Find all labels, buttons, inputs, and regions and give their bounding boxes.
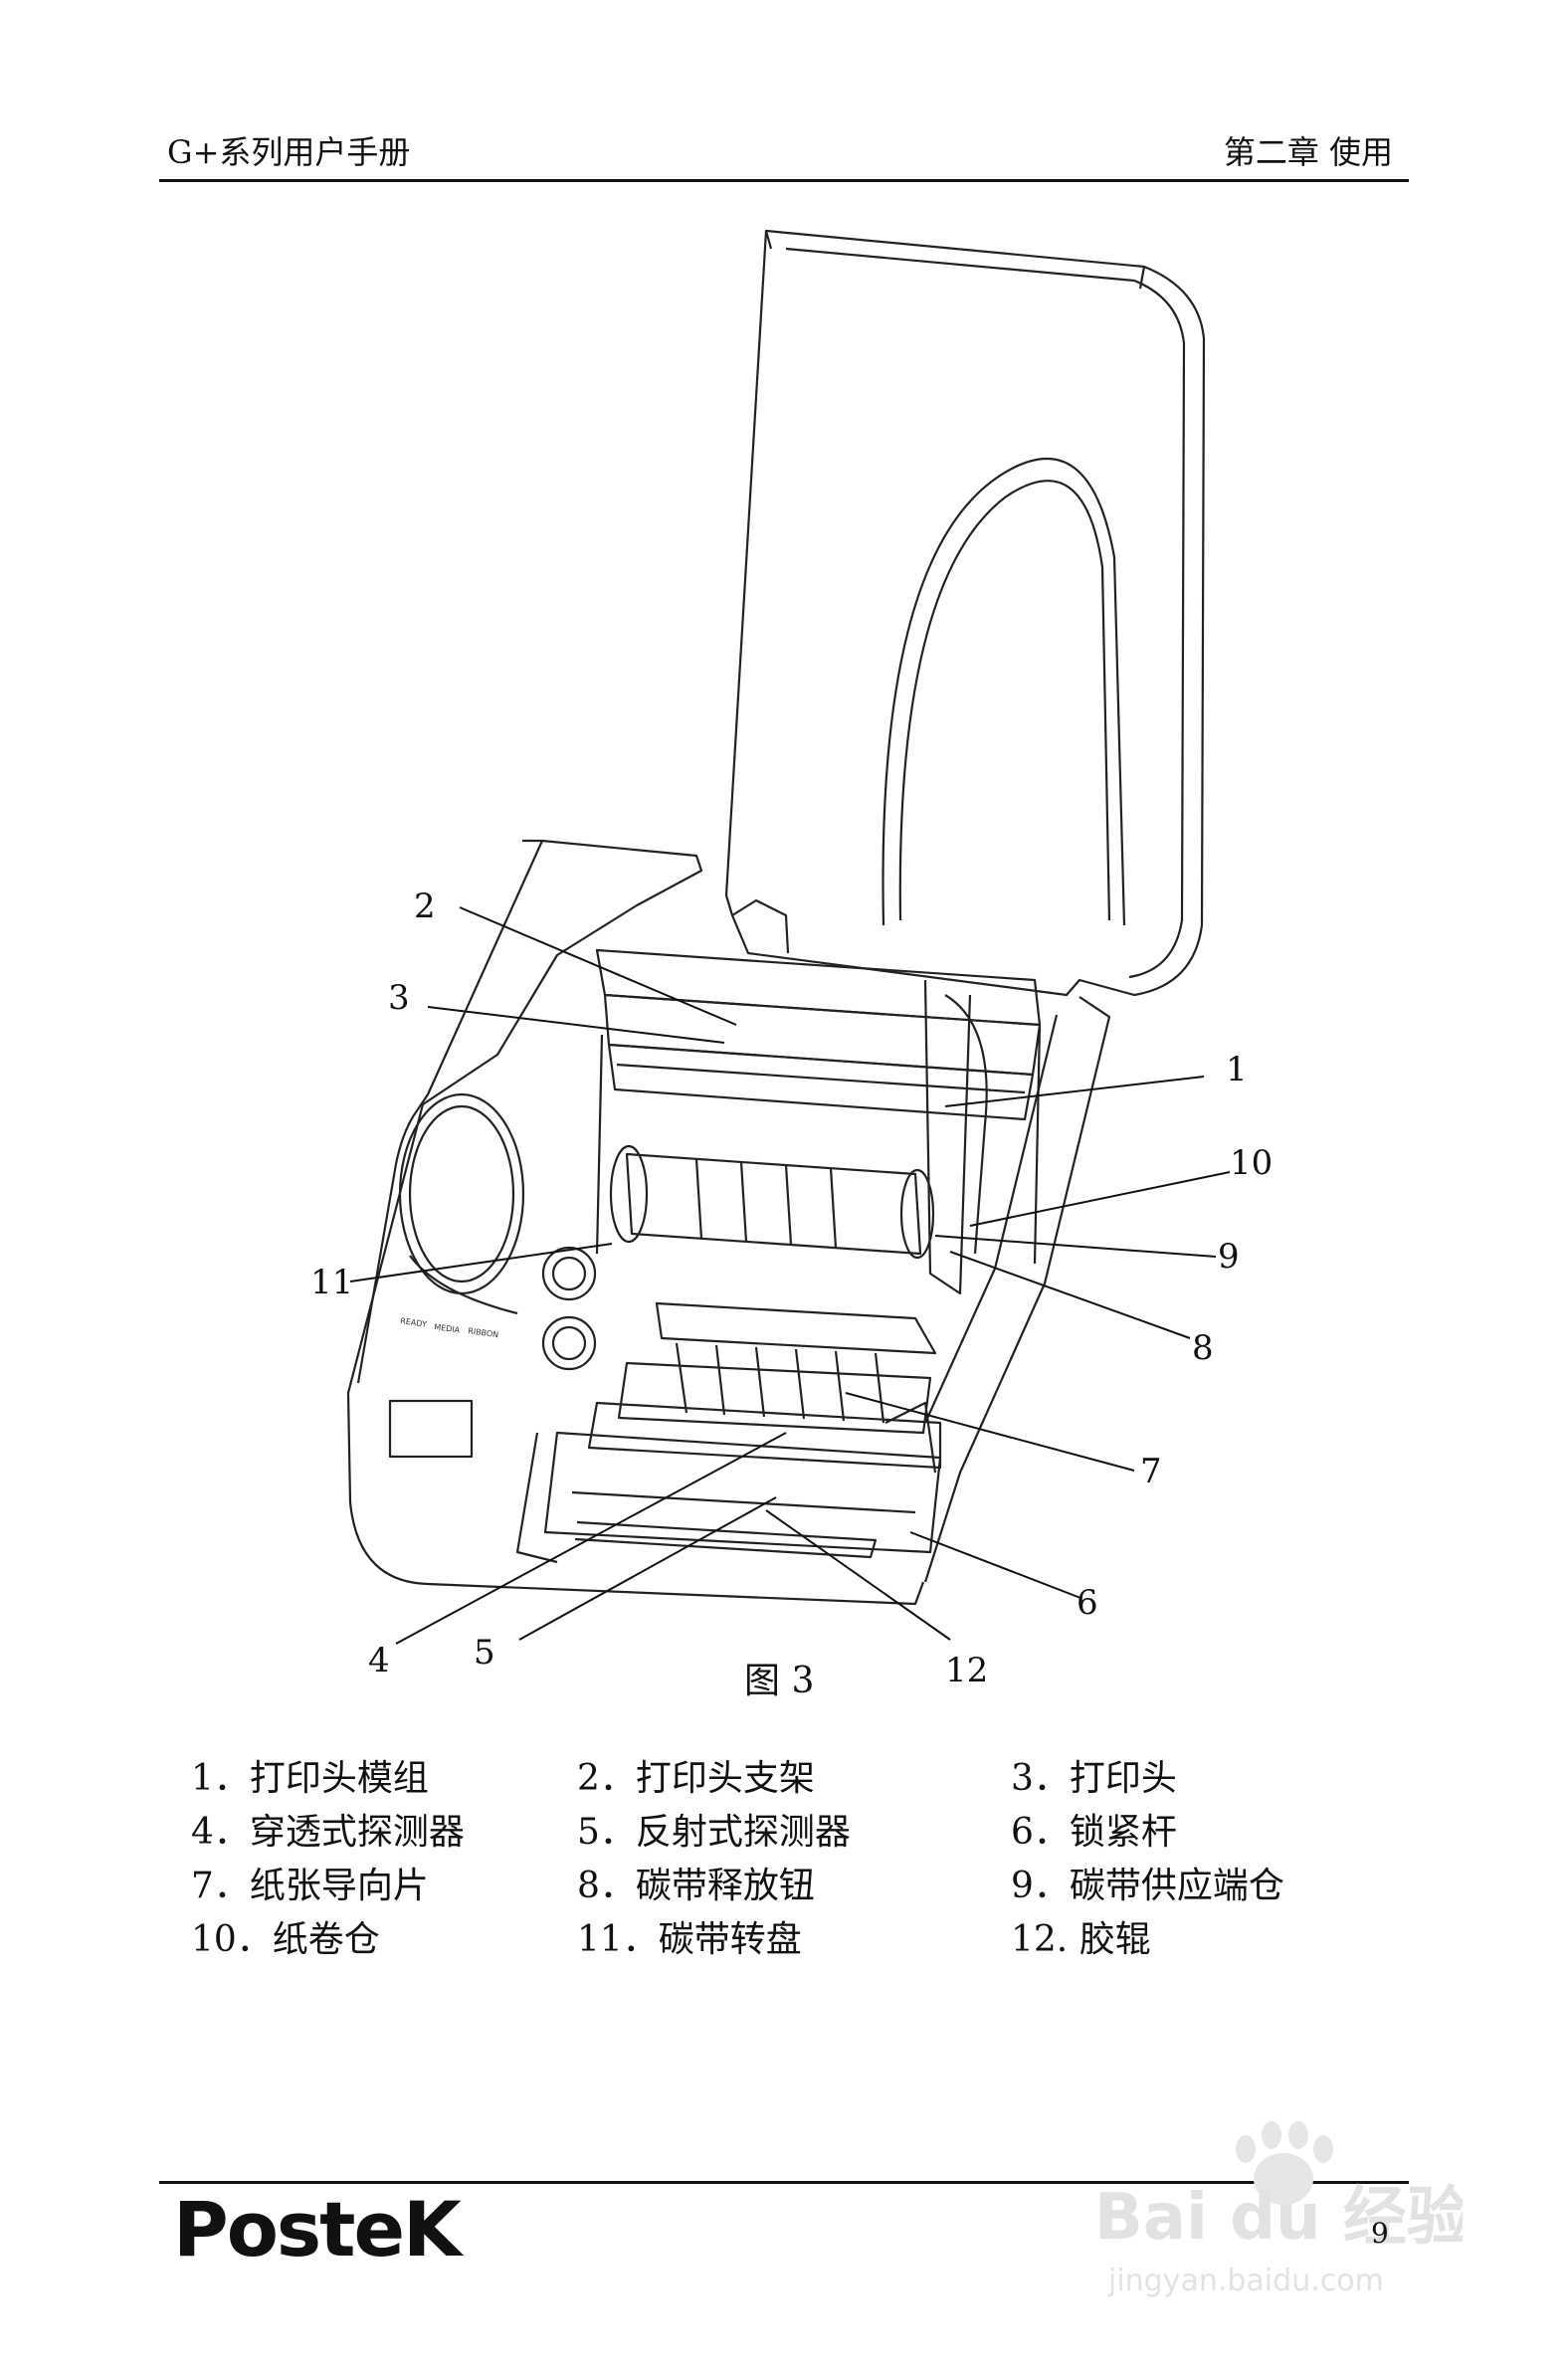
callout-12: 12 (945, 1651, 988, 1690)
panel-label-media: MEDIA (434, 1322, 461, 1335)
callout-10: 10 (1230, 1143, 1273, 1183)
legend-item-1: 1．打印头模组 (191, 1758, 429, 1799)
legend-item-7: 7．纸张导向片 (191, 1866, 429, 1906)
callout-6: 6 (1077, 1583, 1098, 1623)
legend-item-2: 2．打印头支架 (577, 1758, 815, 1799)
callout-5: 5 (474, 1633, 495, 1673)
header-title: G+系列用户手册 (167, 133, 411, 171)
callout-9: 9 (1218, 1237, 1240, 1277)
legend-item-9: 9．碳带供应端仓 (1011, 1866, 1284, 1906)
legend-item-6: 6．锁紧杆 (1011, 1812, 1177, 1853)
legend-item-3: 3．打印头 (1011, 1758, 1177, 1799)
legend-item-4: 4．穿透式探测器 (191, 1812, 465, 1853)
callout-4: 4 (368, 1641, 390, 1680)
legend-item-12: 12. 胶辊 (1011, 1919, 1151, 1960)
page-number: 9 (1371, 2217, 1389, 2250)
header-rule (159, 179, 1409, 182)
callout-1: 1 (1226, 1050, 1248, 1089)
callout-3: 3 (388, 978, 410, 1018)
callout-7: 7 (1140, 1452, 1162, 1491)
header-chapter: 第二章 使用 (1223, 133, 1393, 171)
legend-item-10: 10．纸卷仓 (191, 1919, 380, 1960)
panel-label-ribbon: RIBBON (468, 1326, 499, 1339)
postek-logo: PosteK (173, 2185, 462, 2273)
watermark-url: jingyan.baidu.com (1107, 2264, 1384, 2298)
paw-icon (1236, 2121, 1333, 2205)
legend-item-11: 11．碳带转盘 (577, 1919, 802, 1960)
panel-label-ready: READY (400, 1316, 428, 1329)
callout-8: 8 (1192, 1328, 1214, 1368)
baidu-watermark: Bai du 经验 jingyan.baidu.com (1094, 2121, 1463, 2298)
footer-rule (159, 2181, 1409, 2184)
figure-caption: 图 3 (744, 1661, 815, 1701)
printer-figure: 1 2 3 4 5 6 7 8 9 10 11 12 READY MEDIA R… (310, 229, 1273, 1690)
watermark-brand: Bai du 经验 (1094, 2181, 1463, 2255)
legend-item-8: 8．碳带释放钮 (577, 1866, 815, 1906)
legend-item-5: 5．反射式探测器 (577, 1812, 851, 1853)
callout-2: 2 (414, 887, 436, 926)
callout-11: 11 (310, 1263, 353, 1302)
